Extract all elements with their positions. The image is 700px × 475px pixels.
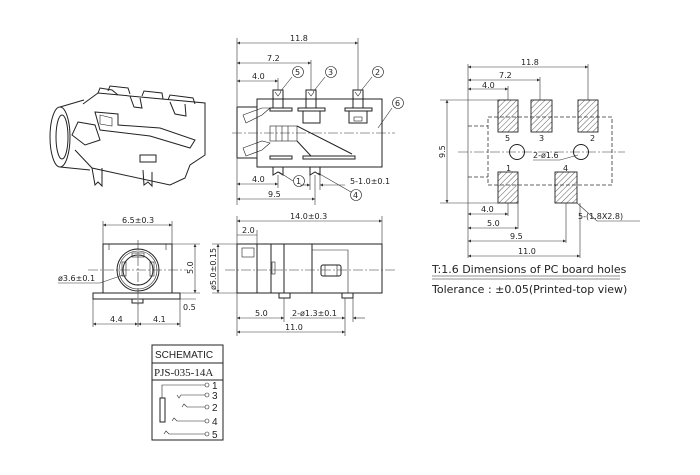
front-view: 6.5±0.3 5.0 0.5 4.4 4.1 ø3.6±0.1 <box>58 216 200 327</box>
hole-label: 2-ø1.6 <box>533 151 559 160</box>
pad-label-4: 4 <box>563 164 568 173</box>
dim-bore: ø3.6±0.1 <box>58 274 95 283</box>
pcb-dim-5-0: 5.0 <box>487 219 500 228</box>
pad-2 <box>577 99 599 133</box>
pcb-layout-view: 5 3 2 1 4 2-ø1.6 11.8 7.2 4.0 9.5 4.0 5.… <box>431 58 640 296</box>
pcb-dim-9-5: 9.5 <box>510 232 523 241</box>
callout-6: 6 <box>377 97 404 129</box>
callout-3: 3 <box>312 66 337 93</box>
callout-2: 2 <box>359 66 384 93</box>
pad-4 <box>554 171 578 204</box>
schematic-terminals <box>204 382 210 437</box>
pcb-dim-9-5-vertical: 9.5 <box>438 145 447 158</box>
hole-right <box>573 144 589 160</box>
svg-text:5: 5 <box>295 68 300 77</box>
svg-text:4: 4 <box>353 191 358 200</box>
dim-4-0-top: 4.0 <box>252 72 265 81</box>
dim-left: 4.4 <box>110 315 123 324</box>
dim-flange: 0.5 <box>183 303 196 312</box>
schematic-pin-1: 1 <box>212 381 218 392</box>
callout-1: 1 <box>278 171 305 187</box>
pad-label-2: 2 <box>590 134 595 143</box>
dim-pin-span: 11.0 <box>285 323 303 332</box>
dim-length: 14.0±0.3 <box>290 212 327 221</box>
dim-pin-width: 5-1.0±0.1 <box>350 177 390 186</box>
pcb-dim-11-8: 11.8 <box>521 58 539 67</box>
top-view: 11.8 7.2 4.0 4.0 9.5 5-1.0±0.1 5 3 2 6 1… <box>232 34 404 205</box>
pin-3 <box>297 89 326 124</box>
callout-4: 4 <box>317 172 362 201</box>
pad-label-3: 3 <box>539 134 544 143</box>
pad-3 <box>530 99 553 133</box>
pcb-dim-4-0-bottom: 4.0 <box>481 205 494 214</box>
pcb-note-line-2: Tolerance : ±0.05(Printed-top view) <box>431 283 627 296</box>
dim-7-2: 7.2 <box>267 54 280 63</box>
schematic-pin-2: 2 <box>212 403 218 414</box>
dim-9-5: 9.5 <box>268 190 281 199</box>
svg-text:1: 1 <box>296 177 301 186</box>
schematic-part-number: PJS-035-14A <box>154 367 213 379</box>
dim-height: 5.0 <box>186 261 195 274</box>
schematic-pin-4: 4 <box>212 417 218 428</box>
schematic-pin-3: 3 <box>212 391 218 402</box>
dim-pin-offset: 5.0 <box>255 309 268 318</box>
pcb-note-line-1: T:1.6 Dimensions of PC board holes <box>431 263 627 276</box>
pin-5 <box>269 89 293 112</box>
pad-label-1: 1 <box>506 164 511 173</box>
pcb-dim-7-2: 7.2 <box>499 71 512 80</box>
schematic-box: SCHEMATIC PJS-035-14A 1 3 2 4 5 <box>151 344 224 441</box>
svg-text:6: 6 <box>395 99 400 108</box>
schematic-pin-5: 5 <box>212 430 218 441</box>
pcb-dim-4-0-top: 4.0 <box>482 81 495 90</box>
schematic-title: SCHEMATIC <box>155 350 213 361</box>
callout-5: 5 <box>279 66 304 93</box>
dim-right: 4.1 <box>153 315 166 324</box>
dim-diameter: ø5.0±0.15 <box>209 248 218 290</box>
dim-front: 2.0 <box>242 226 255 235</box>
pad-5 <box>497 99 519 133</box>
svg-text:3: 3 <box>328 68 333 77</box>
pad-1 <box>497 171 519 204</box>
side-view: 14.0±0.3 2.0 ø5.0±0.15 5.0 2-ø1.3±0.1 11… <box>209 212 395 336</box>
dim-4-0-bottom: 4.0 <box>252 175 265 184</box>
pin-2 <box>344 89 373 124</box>
dim-pins: 2-ø1.3±0.1 <box>292 309 337 318</box>
pcb-dim-11-0: 11.0 <box>518 247 536 256</box>
pad-label-5: 5 <box>505 134 510 143</box>
svg-text:2: 2 <box>375 68 380 77</box>
dim-width: 6.5±0.3 <box>122 216 154 225</box>
isometric-view <box>49 85 206 188</box>
dim-11-8: 11.8 <box>290 34 308 43</box>
pad-size-label: 5-(1.8X2.8) <box>578 212 623 221</box>
hole-left <box>509 144 525 160</box>
